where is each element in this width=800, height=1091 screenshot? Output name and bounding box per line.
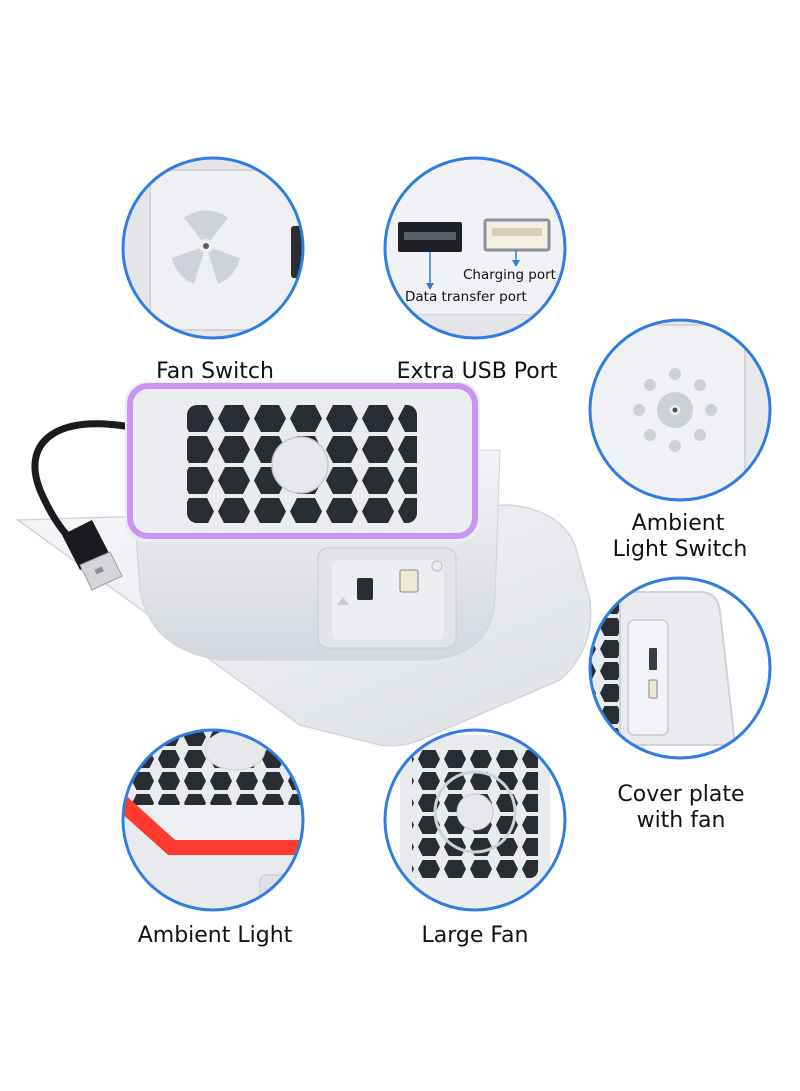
charging-port-icon (483, 218, 551, 252)
extra-usb-port-callout: Charging port Data transfer port (383, 156, 567, 340)
cover-plate-label-line2: with fan (637, 808, 726, 833)
usb-charging-port (399, 569, 419, 593)
charging-port-label: Charging port (463, 267, 556, 283)
fan-switch-label: Fan Switch (156, 359, 274, 384)
cooling-fan-product (15, 382, 592, 747)
cover-plate-callout (588, 576, 772, 760)
usb-a-port (357, 578, 373, 600)
large-fan-callout (383, 728, 567, 912)
fan-switch-callout (121, 156, 305, 340)
ambient-light-callout (121, 728, 305, 912)
ambient-light-switch-label-line1: Ambient (632, 511, 725, 536)
ambient-light-switch-callout (588, 318, 772, 502)
large-fan-label: Large Fan (422, 923, 529, 948)
ambient-light-switch-label-line2: Light Switch (613, 537, 748, 562)
fan-switch-icon (172, 210, 240, 284)
extra-usb-port-label: Extra USB Port (397, 359, 558, 384)
data-transfer-port-icon (398, 222, 462, 252)
data-transfer-port-label: Data transfer port (405, 289, 527, 305)
ambient-light-ring (127, 383, 478, 539)
sun-icon (633, 368, 717, 452)
cover-plate-label-line1: Cover plate (617, 782, 744, 807)
ambient-light-label: Ambient Light (138, 923, 293, 948)
usb-plug-icon (62, 520, 123, 591)
